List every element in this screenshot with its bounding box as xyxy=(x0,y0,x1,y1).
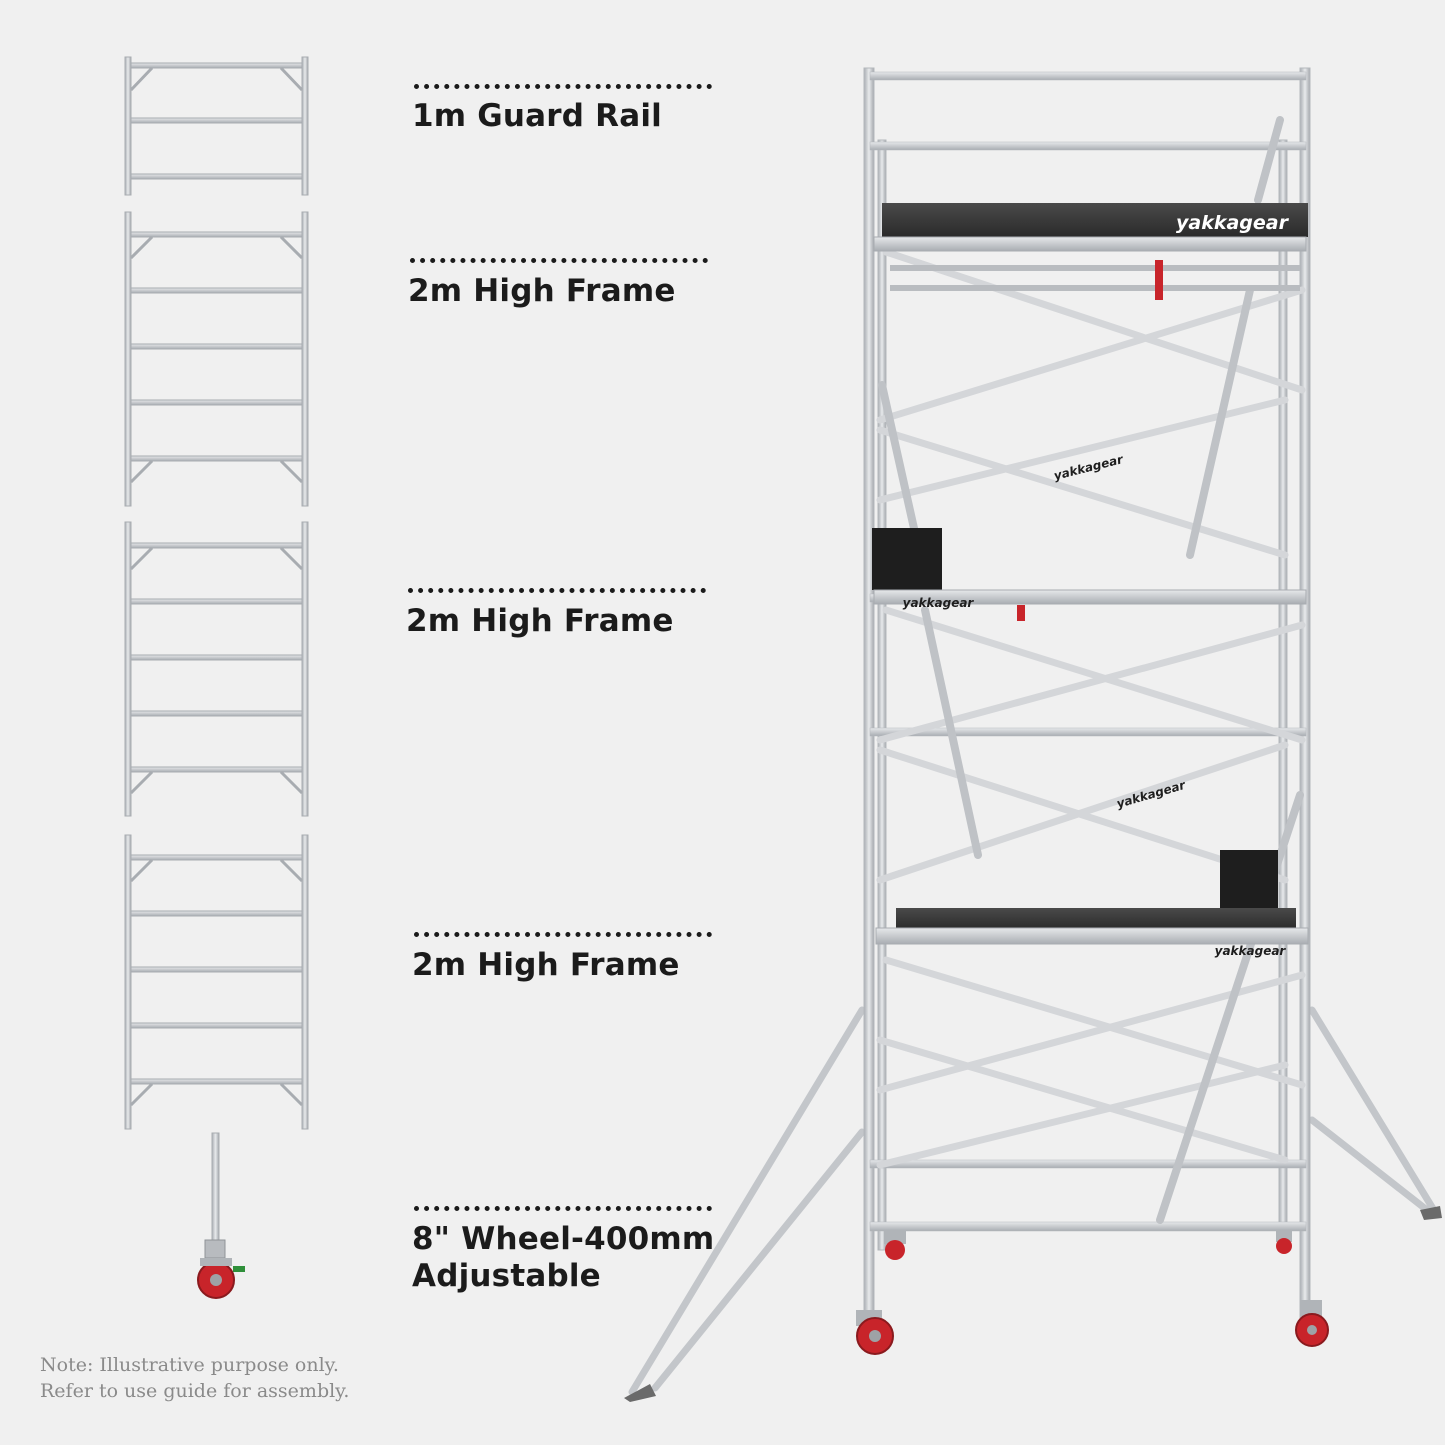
outrigger-stabilisers xyxy=(628,1006,1439,1396)
note: Note: Illustrative purpose only. Refer t… xyxy=(40,1352,349,1404)
guard-rail-label: 1m Guard Rail xyxy=(412,98,663,134)
lower-platform-brand: yakkagear xyxy=(1215,944,1287,958)
wheel-label: 8" Wheel-400mm Adjustable xyxy=(412,1221,714,1295)
middle-platform: yakkagear xyxy=(872,528,1307,621)
frame-3-label: 2m High Frame xyxy=(412,947,680,983)
castor-wheels xyxy=(856,1230,1329,1355)
lower-platform: yakkagear xyxy=(875,850,1309,958)
guard-rail-leader-line xyxy=(414,84,712,89)
wheel-label-line1: 8" Wheel-400mm xyxy=(412,1221,715,1257)
frame-1-leader-line xyxy=(410,258,708,263)
frame-2-leader-line xyxy=(408,588,706,593)
wheel-illustration xyxy=(197,1132,245,1299)
frame-3-leader-line xyxy=(414,932,712,937)
frame-2-label: 2m High Frame xyxy=(406,603,674,639)
wheel-leader-line xyxy=(414,1206,712,1211)
middle-platform-brand: yakkagear xyxy=(903,596,975,610)
assembled-tower-illustration: yakkagear yakkagear yakkagear yakkagear … xyxy=(624,67,1442,1402)
frame-1-illustration xyxy=(124,211,309,507)
tower-uprights xyxy=(863,67,1311,1319)
top-platform-brand: yakkagear xyxy=(1176,212,1290,234)
top-platform: yakkagear xyxy=(873,203,1308,300)
tower-braces xyxy=(876,248,1306,1169)
note-line1: Note: Illustrative purpose only. xyxy=(40,1354,339,1376)
frame-2-illustration xyxy=(124,521,309,817)
guard-rail-illustration xyxy=(124,56,309,196)
wheel-label-line2: Adjustable xyxy=(412,1258,601,1294)
note-line2: Refer to use guide for assembly. xyxy=(40,1380,350,1402)
frame-1-label: 2m High Frame xyxy=(408,273,676,309)
frame-3-illustration xyxy=(124,834,309,1130)
brace-brand-lower: yakkagear xyxy=(1115,778,1188,811)
